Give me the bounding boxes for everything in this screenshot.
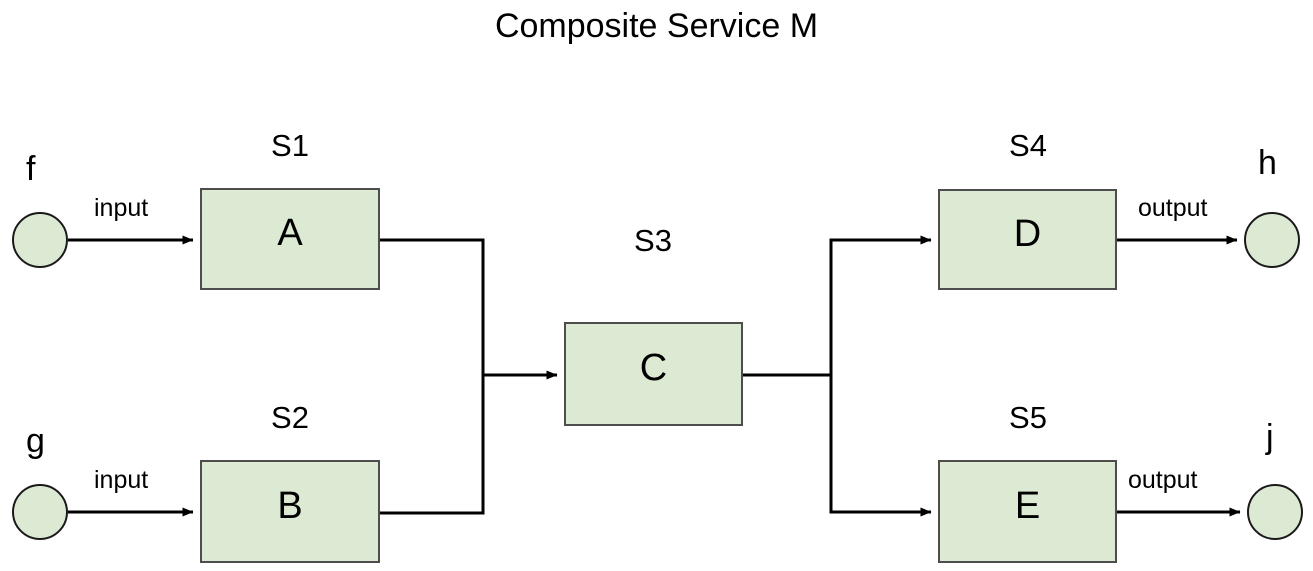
edge-B-to-merge bbox=[380, 375, 485, 515]
endpoint-label-g: g bbox=[26, 422, 45, 460]
service-tag-s3: S3 bbox=[634, 223, 672, 258]
edge-label-output-j: output bbox=[1128, 466, 1198, 494]
endpoint-node-j[interactable] bbox=[1247, 484, 1303, 540]
endpoint-label-h: h bbox=[1258, 144, 1277, 182]
service-node-a[interactable]: A bbox=[200, 188, 380, 290]
endpoint-node-h[interactable] bbox=[1244, 212, 1300, 268]
endpoint-node-f[interactable] bbox=[12, 212, 68, 268]
service-node-d[interactable]: D bbox=[938, 189, 1117, 290]
service-tag-s4: S4 bbox=[1009, 128, 1047, 163]
endpoint-node-g[interactable] bbox=[12, 484, 68, 540]
service-letter-c: C bbox=[639, 347, 668, 389]
service-letter-d: D bbox=[1013, 212, 1042, 255]
service-tag-s5: S5 bbox=[1009, 400, 1047, 435]
endpoint-label-j: j bbox=[1266, 418, 1274, 456]
edge-label-input-g: input bbox=[94, 466, 149, 494]
service-letter-b: B bbox=[277, 484, 303, 527]
edge-label-input-f: input bbox=[94, 194, 149, 222]
endpoint-label-f: f bbox=[26, 150, 36, 188]
service-letter-e: E bbox=[1014, 484, 1041, 527]
edge-split-to-E bbox=[829, 375, 932, 517]
service-letter-a: A bbox=[277, 212, 303, 254]
service-node-e[interactable]: E bbox=[938, 460, 1117, 563]
service-node-b[interactable]: B bbox=[200, 460, 380, 563]
service-tag-s2: S2 bbox=[271, 400, 309, 435]
edge-A-to-merge bbox=[380, 238, 485, 375]
edge-split-to-D bbox=[829, 235, 932, 375]
service-node-c[interactable]: C bbox=[564, 322, 743, 426]
edge-label-output-h: output bbox=[1138, 194, 1208, 222]
page-title: Composite Service M bbox=[494, 7, 819, 45]
service-tag-s1: S1 bbox=[271, 128, 309, 163]
